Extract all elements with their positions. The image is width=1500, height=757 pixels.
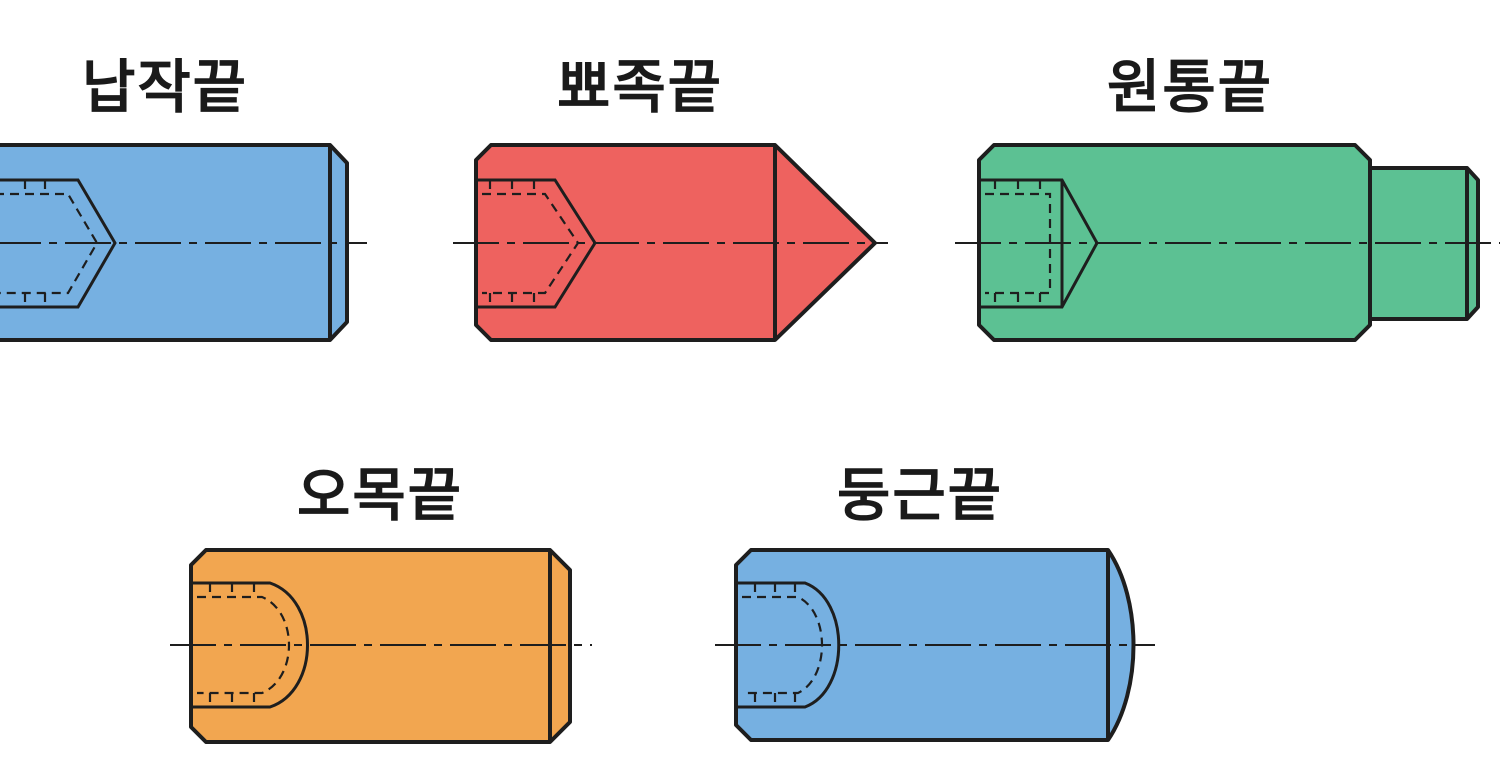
label-dog-point: 원통끝 [1106, 53, 1274, 121]
label-flat-point: 납작끝 [81, 53, 249, 121]
cup-point-screw [170, 548, 592, 744]
label-cup-point: 오목끝 [296, 461, 464, 529]
dog-point-screw [955, 143, 1500, 342]
oval-point-screw [715, 548, 1155, 742]
label-oval-point: 둥근끝 [836, 461, 1004, 529]
cone-point-screw [453, 143, 888, 342]
flat-point-screw [0, 143, 367, 342]
label-cone-point: 뾰족끝 [556, 53, 724, 121]
